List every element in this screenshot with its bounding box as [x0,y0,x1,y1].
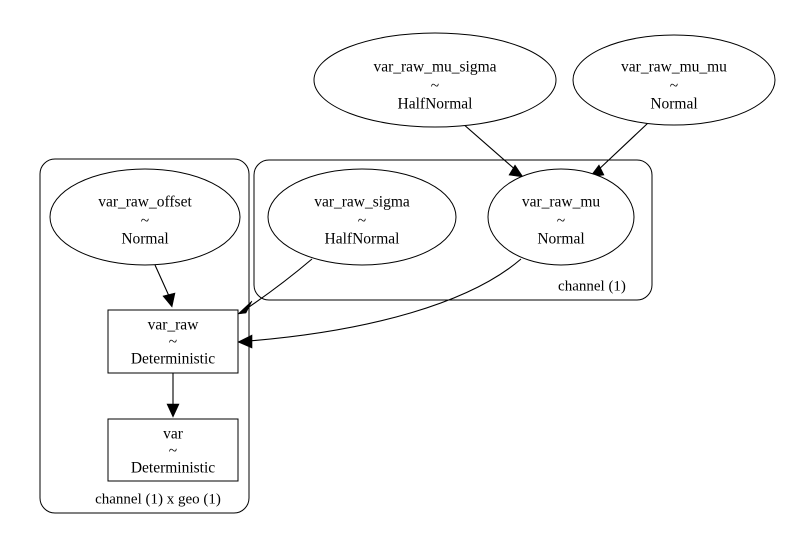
node-var-raw-offset-name: var_raw_offset [98,194,192,211]
node-var-raw-mu-separator: ~ [557,213,565,230]
plate-channel: channel (1) [253,159,653,301]
node-var-raw-offset[interactable]: var_raw_offset ~ Normal [49,168,241,266]
node-var-raw-mu-sigma-name: var_raw_mu_sigma [373,59,496,76]
node-var-raw-mu-mu[interactable]: var_raw_mu_mu ~ Normal [572,34,776,126]
plate-channel-geo-label: channel (1) x geo (1) [95,491,221,507]
node-var-raw-mu-mu-name: var_raw_mu_mu [621,59,727,76]
edge-var-raw-mu-to-var-raw [237,258,522,349]
node-var-raw-offset-separator: ~ [141,213,149,230]
node-var-raw-mu-distribution: Normal [537,231,584,248]
edge-var-raw-to-var [166,373,180,418]
edge-var-raw-mu-sigma-to-var-raw-mu [461,122,524,178]
edge-var-raw-sigma-to-var-raw [237,258,313,315]
node-var-raw-mu-sigma-distribution: HalfNormal [398,96,473,113]
node-var-raw-mu[interactable]: var_raw_mu ~ Normal [487,168,635,266]
edge-var-raw-offset-to-var-raw [154,264,176,308]
plate-channel-geo-border [39,158,250,514]
node-var-raw-box[interactable] [107,309,239,374]
node-var-raw-sigma-separator: ~ [358,213,366,230]
node-var[interactable]: var ~ Deterministic [107,418,239,482]
node-var-raw[interactable]: var_raw ~ Deterministic [107,309,239,374]
node-var-raw-mu-mu-separator: ~ [670,78,678,95]
edge-var-raw-mu-mu-to-var-raw-mu [589,122,649,178]
node-var-separator: ~ [169,443,177,460]
node-var-raw-offset-distribution: Normal [121,231,168,248]
node-var-raw-mu-sigma-separator: ~ [431,78,439,95]
node-var-raw-name: var_raw [148,317,200,334]
node-var-raw-mu-mu-ellipse[interactable] [572,34,776,126]
node-var-raw-sigma-ellipse[interactable] [267,168,457,266]
node-var-raw-mu-name: var_raw_mu [522,194,601,211]
node-var-box[interactable] [107,418,239,482]
node-var-raw-sigma-distribution: HalfNormal [325,231,400,248]
node-var-raw-mu-sigma-ellipse[interactable] [313,32,557,128]
node-var-raw-mu-mu-distribution: Normal [650,96,697,113]
plate-channel-border [253,159,653,301]
node-var-name: var [163,426,184,443]
node-var-raw-offset-ellipse[interactable] [49,168,241,266]
node-var-raw-mu-ellipse[interactable] [487,168,635,266]
node-var-raw-separator: ~ [169,334,177,351]
node-var-raw-sigma-name: var_raw_sigma [314,194,410,211]
node-var-raw-sigma[interactable]: var_raw_sigma ~ HalfNormal [267,168,457,266]
node-var-raw-mu-sigma[interactable]: var_raw_mu_sigma ~ HalfNormal [313,32,557,128]
node-var-raw-distribution: Deterministic [131,351,215,368]
plate-channel-geo: channel (1) x geo (1) [39,158,250,514]
plate-channel-label: channel (1) [558,278,626,294]
node-var-distribution: Deterministic [131,460,215,477]
